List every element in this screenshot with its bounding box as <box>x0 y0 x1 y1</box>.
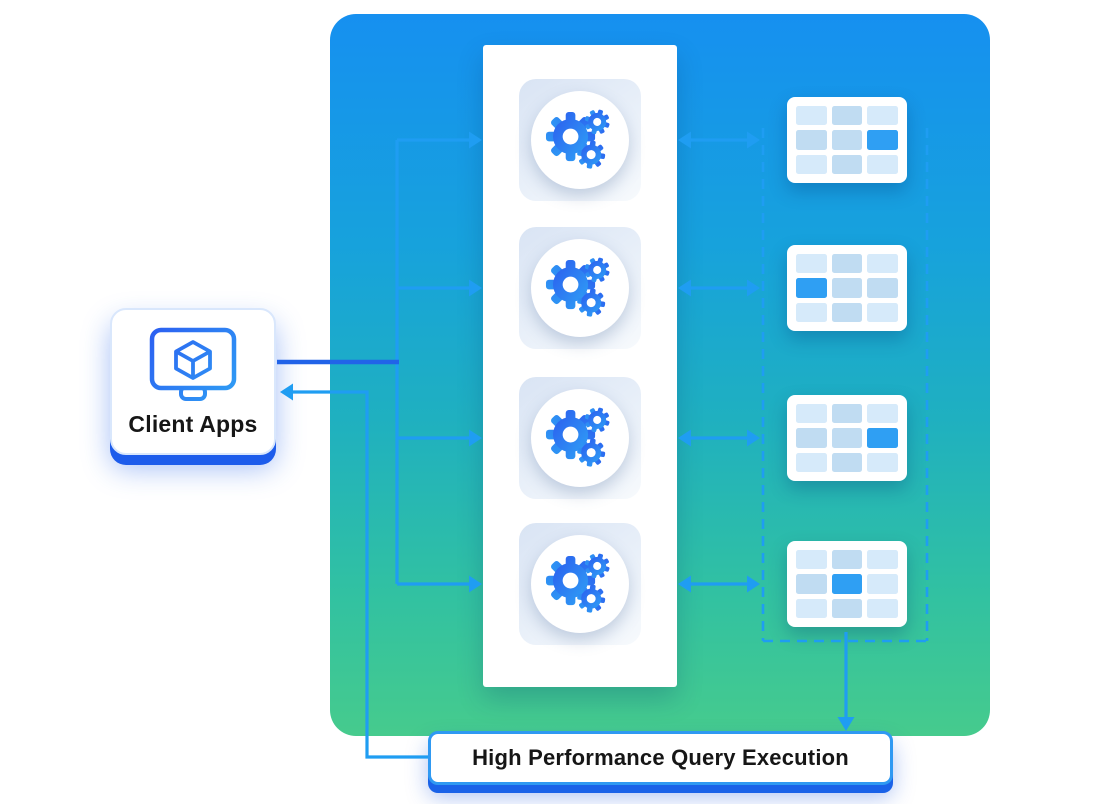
engine-tile <box>519 377 641 499</box>
table-cell <box>831 550 863 570</box>
table-cell <box>831 452 863 472</box>
query-execution-node: High Performance Query Execution <box>428 731 893 785</box>
engine-tile-circle <box>531 535 629 633</box>
gears-icon <box>545 106 613 171</box>
table-cell <box>867 154 898 174</box>
table-cell <box>796 302 827 322</box>
gears-icon <box>545 550 613 615</box>
engine-tile-circle <box>531 91 629 189</box>
table-cell <box>867 574 898 594</box>
table-cell <box>867 278 898 298</box>
table-cell <box>796 550 827 570</box>
table-cell <box>867 302 898 322</box>
table-cell <box>796 106 827 126</box>
engine-tile-circle <box>531 389 629 487</box>
arrowhead-left-icon <box>280 383 293 401</box>
monitor-cube-icon <box>149 327 237 401</box>
table-cell <box>831 598 863 618</box>
table-cell <box>831 154 863 174</box>
gears-icon <box>545 254 613 319</box>
table-cell <box>831 404 863 424</box>
engine-tile <box>519 523 641 645</box>
table-cell <box>796 154 827 174</box>
table-cell <box>831 254 863 274</box>
data-table-4 <box>787 541 907 627</box>
table-cell <box>867 106 898 126</box>
table-cell <box>796 254 827 274</box>
table-cell <box>867 254 898 274</box>
table-cell <box>796 428 827 448</box>
data-table-2 <box>787 245 907 331</box>
table-cell-highlight <box>867 130 898 150</box>
table-cell <box>867 598 898 618</box>
table-cell <box>831 428 863 448</box>
engine-tile-circle <box>531 239 629 337</box>
table-cell <box>867 550 898 570</box>
table-cell <box>796 574 827 594</box>
table-cell-highlight <box>867 428 898 448</box>
data-table-1 <box>787 97 907 183</box>
table-cell <box>796 130 827 150</box>
table-cell <box>831 302 863 322</box>
client-apps-label: Client Apps <box>128 411 258 437</box>
table-cell <box>796 598 827 618</box>
table-cell <box>867 452 898 472</box>
table-cell <box>831 278 863 298</box>
table-cell <box>831 130 863 150</box>
table-cell <box>796 404 827 424</box>
table-cell <box>796 452 827 472</box>
gears-icon <box>545 404 613 469</box>
table-cell <box>867 404 898 424</box>
client-apps-node: Client Apps <box>110 308 276 455</box>
query-execution-label: High Performance Query Execution <box>472 745 849 770</box>
table-cell-highlight <box>796 278 827 298</box>
table-cell <box>831 106 863 126</box>
data-table-3 <box>787 395 907 481</box>
engine-tile <box>519 227 641 349</box>
table-cell-highlight <box>831 574 863 594</box>
engine-tile <box>519 79 641 201</box>
